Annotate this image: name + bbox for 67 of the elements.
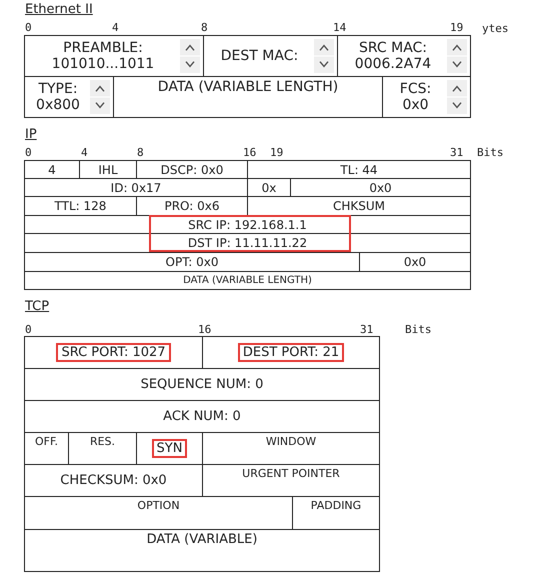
- highlighted-text: SRC PORT: 1027: [56, 343, 171, 362]
- field-text: OFF.: [34, 435, 58, 448]
- highlighted-text: DEST PORT: 21: [238, 343, 344, 362]
- scale-label: 0: [25, 323, 32, 336]
- scale-label: 4: [112, 21, 119, 34]
- scale-label: Bits: [477, 146, 504, 159]
- field-text: DST IP: 11.11.11.22: [188, 236, 308, 250]
- scale-label: 8: [201, 21, 208, 34]
- field-cell: [337, 35, 471, 77]
- field-cell: [24, 336, 203, 369]
- field-text: TTL: 128: [54, 199, 106, 213]
- field-text: WINDOW: [266, 435, 316, 448]
- field-text: DATA (VARIABLE LENGTH): [183, 275, 312, 286]
- field-text: ID: 0x17: [110, 180, 162, 194]
- scale-label: 16: [198, 323, 212, 336]
- field-cell: [24, 271, 471, 290]
- highlighted-text: SYN: [152, 439, 188, 458]
- field-text: DATA (VARIABLE LENGTH): [158, 79, 338, 95]
- field-cell: [382, 76, 471, 118]
- field-cell: [24, 233, 471, 253]
- scale-label: 4: [81, 146, 88, 159]
- scale-label: 0: [25, 146, 32, 159]
- section-heading: IP: [25, 127, 37, 142]
- scale-label: 19: [270, 146, 284, 159]
- scale-label: 8: [137, 146, 144, 159]
- field-cell: [24, 368, 380, 401]
- field-text: 4: [48, 162, 56, 176]
- field-text: RES.: [90, 435, 116, 448]
- field-text: DSCP: 0x0: [160, 162, 224, 176]
- field-cell: [24, 35, 204, 77]
- field-cell: [24, 529, 380, 572]
- field-text: FCS: 0x0: [398, 81, 432, 113]
- scale-label: 16: [243, 146, 256, 159]
- field-cell: [202, 336, 380, 369]
- scale-label: Bits: [405, 323, 432, 336]
- field-text: OPT: 0x0: [166, 255, 218, 269]
- field-cell: [24, 76, 114, 118]
- field-text: SRC MAC: 0006.2A74: [354, 40, 432, 72]
- field-cell: [24, 400, 380, 433]
- field-text: TYPE: 0x800: [35, 81, 81, 113]
- field-text: PRO: 0x6: [164, 199, 220, 213]
- field-text: DEST MAC:: [220, 48, 298, 64]
- field-text: CHKSUM: [332, 199, 386, 213]
- field-text: CHECKSUM: 0x0: [60, 473, 167, 488]
- field-text: IHL: [98, 162, 118, 176]
- field-text: 0x0: [369, 181, 392, 195]
- scale-label: 0: [25, 21, 32, 34]
- field-text: 0x0: [404, 255, 426, 269]
- scale-label: 14: [333, 21, 346, 34]
- field-text: 0x: [262, 180, 276, 194]
- field-text: TL: 44: [340, 162, 378, 176]
- scale-label: 31: [450, 146, 464, 159]
- field-text: SRC IP: 192.168.1.1: [188, 218, 307, 232]
- scale-label: ytes: [482, 22, 508, 35]
- field-text: DATA (VARIABLE): [146, 532, 258, 547]
- field-text: URGENT POINTER: [242, 467, 340, 480]
- field-cell: [24, 160, 80, 179]
- field-text: PADDING: [310, 499, 362, 512]
- section-heading: Ethernet II: [25, 2, 93, 17]
- field-text: OPTION: [137, 499, 180, 512]
- scale-label: 19: [450, 21, 464, 34]
- field-text: SEQUENCE NUM: 0: [140, 377, 264, 392]
- field-cell: [247, 160, 471, 179]
- scale-label: 31: [360, 323, 374, 336]
- section-heading: TCP: [25, 299, 50, 314]
- field-text: PREAMBLE: 101010...1011: [50, 40, 156, 72]
- field-text: ACK NUM: 0: [163, 409, 241, 424]
